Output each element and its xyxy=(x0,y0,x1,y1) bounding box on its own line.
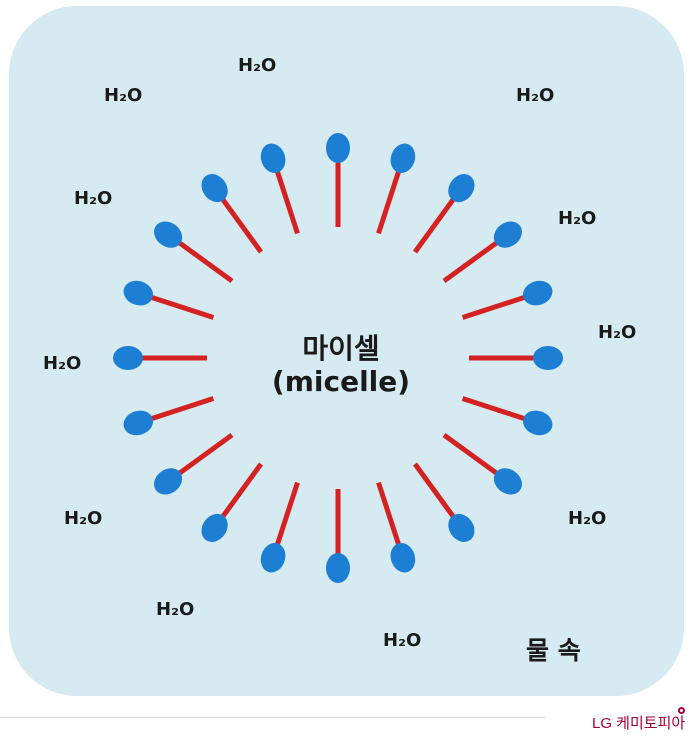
footer-divider xyxy=(0,717,545,718)
hydrophobic-tail xyxy=(219,196,264,254)
hydrophilic-head xyxy=(493,468,522,495)
hydrophobic-tail xyxy=(412,462,457,520)
water-molecule-label: H₂O xyxy=(74,188,113,209)
micelle-label: 마이셀 (micelle) xyxy=(216,332,466,398)
water-molecule-label: H₂O xyxy=(568,508,607,529)
hydrophilic-head xyxy=(123,280,154,306)
hydrophilic-head xyxy=(260,143,286,174)
water-molecule-label: H₂O xyxy=(558,208,597,229)
hydrophobic-tail xyxy=(376,168,402,235)
water-molecule-label: H₂O xyxy=(516,85,555,106)
hydrophobic-tail xyxy=(176,239,234,284)
hydrophobic-tail xyxy=(148,396,215,422)
hydrophilic-head xyxy=(326,553,350,583)
hydrophilic-head xyxy=(201,513,228,542)
water-molecule-label: H₂O xyxy=(43,353,82,374)
hydrophobic-tail xyxy=(412,196,457,254)
hydrophilic-head xyxy=(522,410,553,436)
water-molecule-label: H₂O xyxy=(238,55,277,76)
hydrophobic-tail xyxy=(148,294,215,320)
hydrophilic-head xyxy=(113,346,143,370)
hydrophilic-head xyxy=(493,221,522,248)
brand-logo-mark xyxy=(678,707,685,714)
hydrophilic-head xyxy=(123,410,154,436)
water-molecule-label: H₂O xyxy=(64,508,103,529)
hydrophobic-tail xyxy=(461,294,528,320)
hydrophobic-tail xyxy=(442,432,500,477)
hydrophilic-head xyxy=(533,346,563,370)
hydrophilic-head xyxy=(326,133,350,163)
hydrophilic-head xyxy=(448,513,475,542)
hydrophobic-tail xyxy=(376,481,402,548)
water-molecule-label: H₂O xyxy=(598,322,637,343)
micelle-label-korean: 마이셀 xyxy=(302,332,380,365)
brand-logo: LG 케미토피아 xyxy=(592,715,686,732)
hydrophilic-head xyxy=(390,542,416,573)
hydrophobic-tail xyxy=(219,462,264,520)
hydrophobic-tail xyxy=(274,481,300,548)
hydrophilic-head xyxy=(154,221,183,248)
hydrophilic-head xyxy=(522,280,553,306)
hydrophobic-tail xyxy=(461,396,528,422)
hydrophilic-head xyxy=(390,143,416,174)
hydrophobic-tail xyxy=(442,239,500,284)
in-water-label: 물 속 xyxy=(526,636,581,665)
hydrophilic-head xyxy=(201,174,228,203)
hydrophilic-head xyxy=(154,468,183,495)
hydrophobic-tail xyxy=(274,168,300,235)
water-molecule-label: H₂O xyxy=(156,599,195,620)
hydrophilic-head xyxy=(448,174,475,203)
micelle-label-english: (micelle) xyxy=(271,365,411,399)
hydrophilic-head xyxy=(260,542,286,573)
water-molecule-label: H₂O xyxy=(104,85,143,106)
hydrophobic-tail xyxy=(176,432,234,477)
water-molecule-label: H₂O xyxy=(383,630,422,651)
